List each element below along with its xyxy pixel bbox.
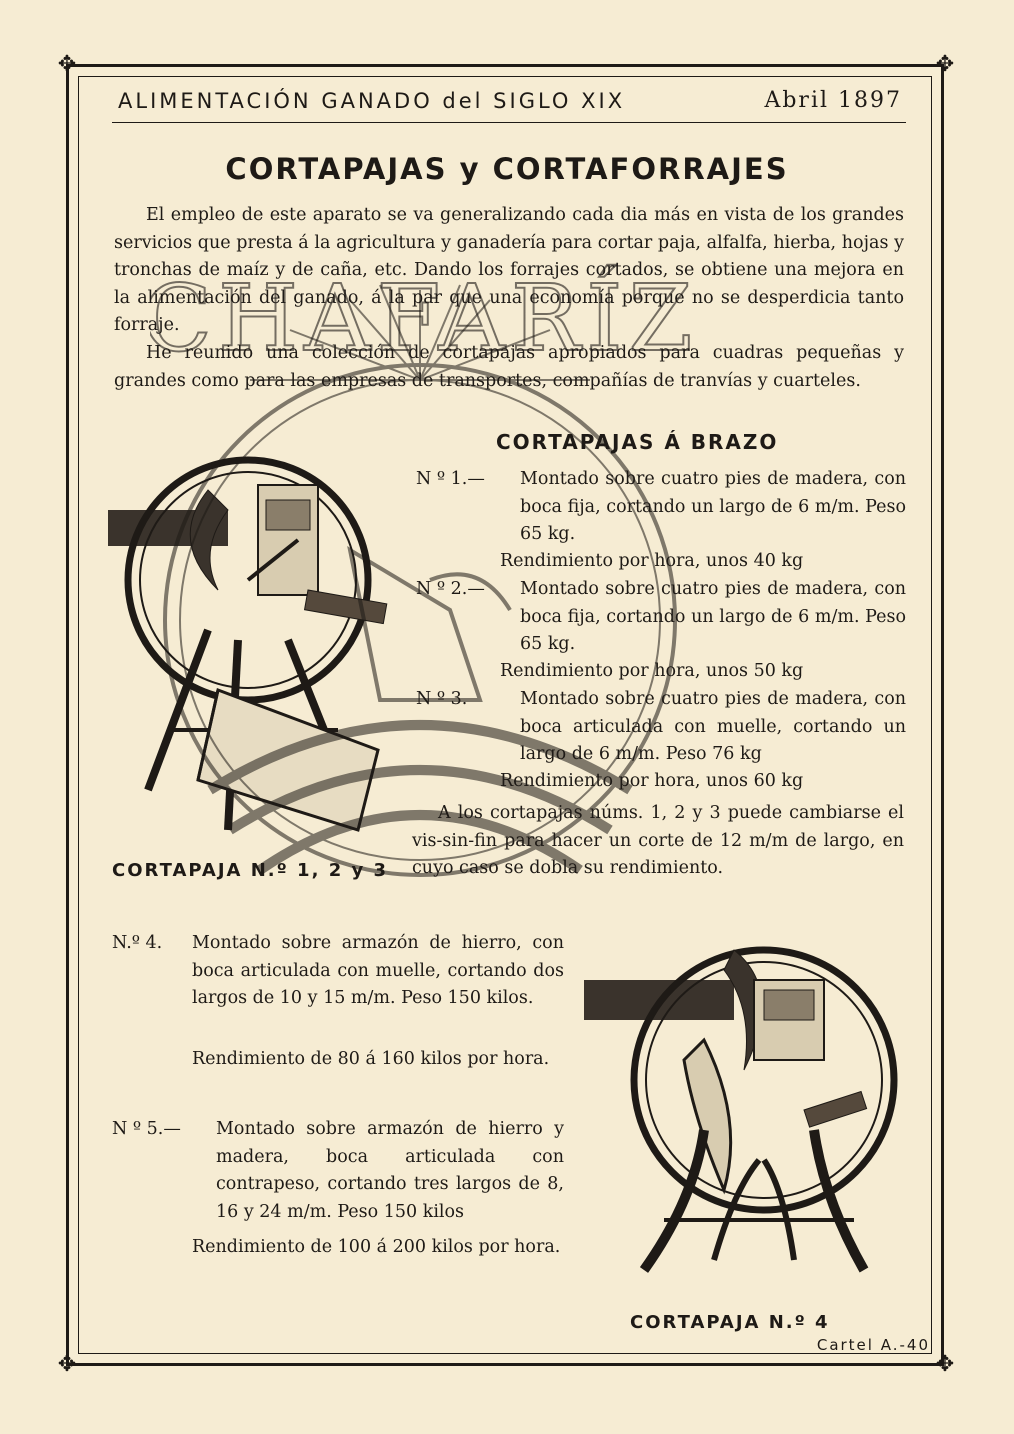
corner-ornament-icon: ✥ <box>935 52 955 77</box>
item-4: N.º 4. Montado sobre armazón de hierro, … <box>112 930 564 1100</box>
page-border-inner <box>78 76 932 1354</box>
page-header: ALIMENTACIÓN GANADO del SIGLO XIX Abril … <box>112 86 906 123</box>
item-yield: Rendimiento por hora, unos 40 kg <box>500 551 804 571</box>
intro-paragraph-2: He reunido una colección de cortapajas a… <box>114 343 904 391</box>
section-heading-brazo: CORTAPAJAS Á BRAZO <box>496 430 779 454</box>
chaff-cutter-iron-illustration <box>584 946 898 1273</box>
item-yield: Rendimiento de 100 á 200 kilos por hora. <box>192 1237 561 1257</box>
caption-cortapaja-4: CORTAPAJA N.º 4 <box>630 1312 830 1333</box>
item-description: Montado sobre armazón de hierro, con boc… <box>192 933 564 1008</box>
item-description: Montado sobre cuatro pies de madera, con… <box>520 579 906 654</box>
item-5: N º 5.— Montado sobre armazón de hierro … <box>112 1116 564 1286</box>
page-border-outer <box>66 64 944 1366</box>
item-yield: Rendimiento por hora, unos 50 kg <box>500 661 804 681</box>
corner-ornament-icon: ✥ <box>935 1352 955 1377</box>
item-number: N º 5.— <box>112 1119 181 1139</box>
item-1: N º 1.— Montado sobre cuatro pies de mad… <box>416 466 906 571</box>
item-yield: Rendimiento de 80 á 160 kilos por hora. <box>192 1049 550 1069</box>
note-paragraph: A los cortapajas núms. 1, 2 y 3 puede ca… <box>412 803 904 878</box>
item-number: N.º 4. <box>112 933 163 953</box>
item-2: N º 2.— Montado sobre cuatro pies de mad… <box>416 576 906 681</box>
header-title: ALIMENTACIÓN GANADO del SIGLO XIX <box>118 89 626 113</box>
intro-paragraph-1: El empleo de este aparato se va generali… <box>114 205 904 335</box>
item-description: Montado sobre cuatro pies de madera, con… <box>520 689 906 764</box>
caption-cortapaja-1-2-3: CORTAPAJA N.º 1, 2 y 3 <box>112 860 389 881</box>
footer-cartel-number: Cartel A.-40 <box>816 1336 930 1354</box>
corner-ornament-icon: ✥ <box>57 52 77 77</box>
item-description: Montado sobre cuatro pies de madera, con… <box>520 469 906 544</box>
corner-ornament-icon: ✥ <box>57 1352 77 1377</box>
item-description: Montado sobre armazón de hierro y madera… <box>216 1119 564 1222</box>
item-yield: Rendimiento por hora, unos 60 kg <box>500 771 804 791</box>
header-date: Abril 1897 <box>764 88 902 113</box>
chaff-cutter-wooden-illustration <box>108 456 388 832</box>
item-3: N º 3. Montado sobre cuatro pies de made… <box>416 686 906 796</box>
main-title: CORTAPAJAS y CORTAFORRAJES <box>225 152 789 186</box>
